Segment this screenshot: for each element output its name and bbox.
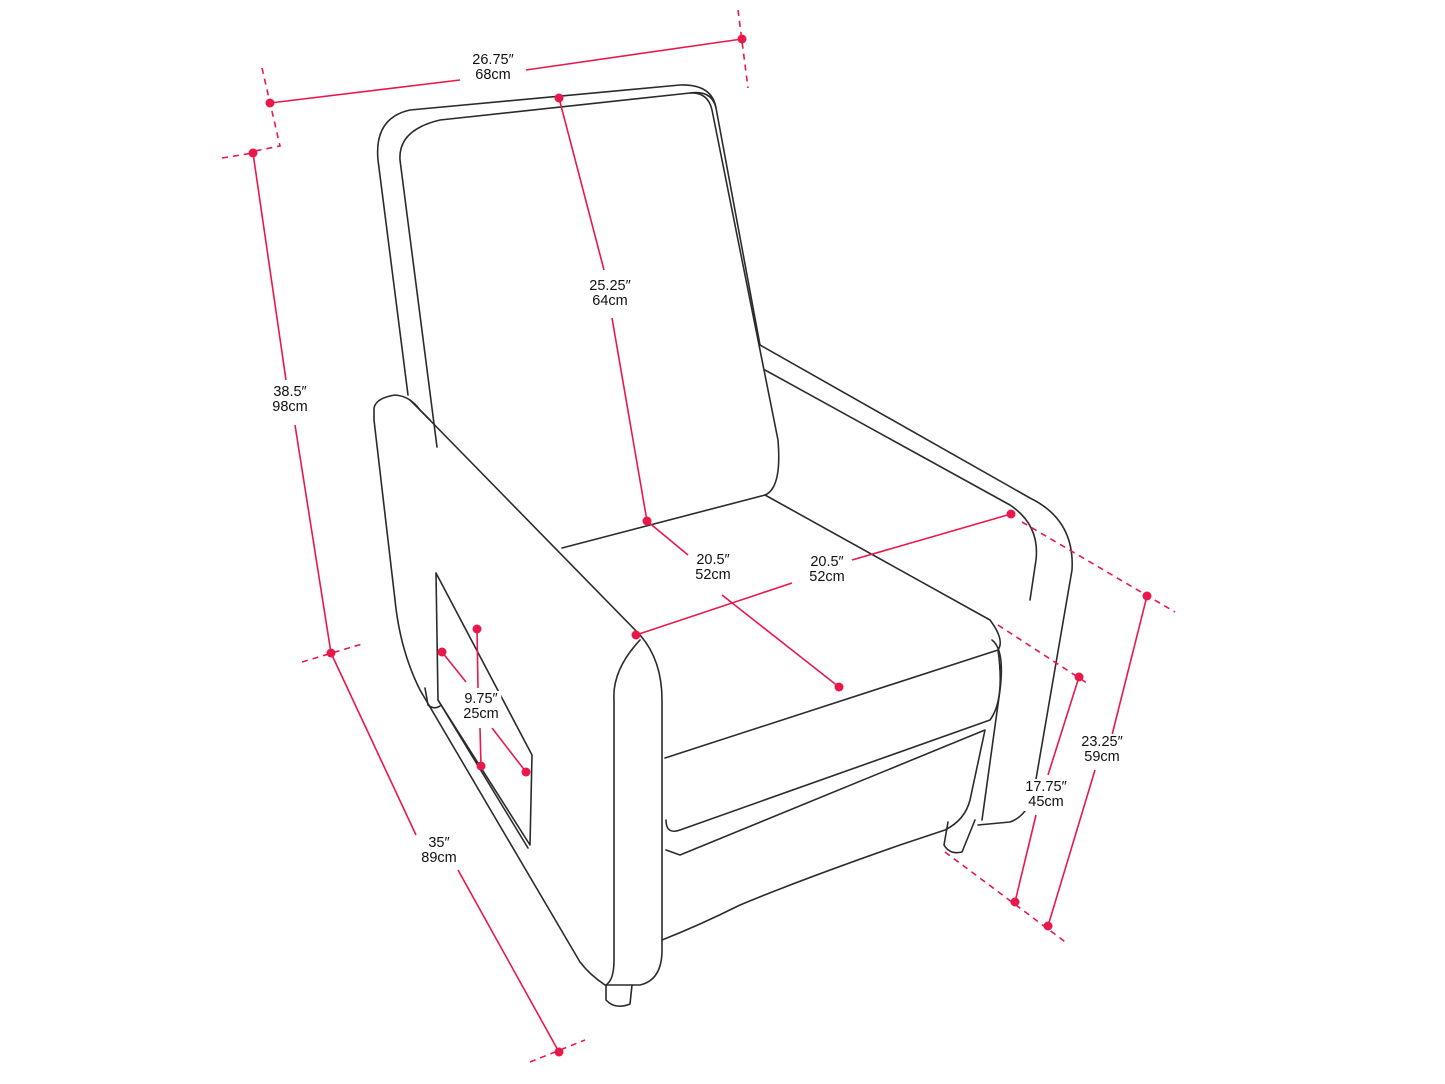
label-pocket: 9.75″ 25cm — [460, 691, 502, 723]
right-arm — [759, 344, 1073, 826]
backrest-outer — [376, 84, 761, 396]
chair-outline — [373, 84, 1073, 1008]
leg-front-left — [605, 984, 633, 1008]
left-arm — [373, 394, 663, 986]
label-seat-depth: 20.5″ 52cm — [692, 552, 734, 584]
label-overall-width: 26.75″ 68cm — [469, 52, 517, 84]
backrest-cushion — [399, 92, 780, 496]
label-seat-height: 17.75″ 45cm — [1022, 779, 1070, 811]
depth-endpoint — [554, 1047, 564, 1057]
label-backrest-height: 25.25″ 64cm — [586, 278, 634, 310]
label-seat-width: 20.5″ 52cm — [806, 554, 848, 586]
seat-cushion — [561, 494, 1001, 759]
front-base — [661, 729, 986, 941]
leg-front-right — [943, 819, 976, 854]
label-overall-depth: 35″ 89cm — [418, 835, 460, 867]
width-endpoint-right — [737, 34, 747, 44]
label-overall-height: 38.5″ 98cm — [269, 384, 311, 416]
width-endpoint-left — [265, 98, 275, 108]
dimension-lines — [221, 9, 1176, 1063]
label-arm-height: 23.25″ 59cm — [1078, 734, 1126, 766]
height-endpoint-top — [248, 148, 258, 158]
